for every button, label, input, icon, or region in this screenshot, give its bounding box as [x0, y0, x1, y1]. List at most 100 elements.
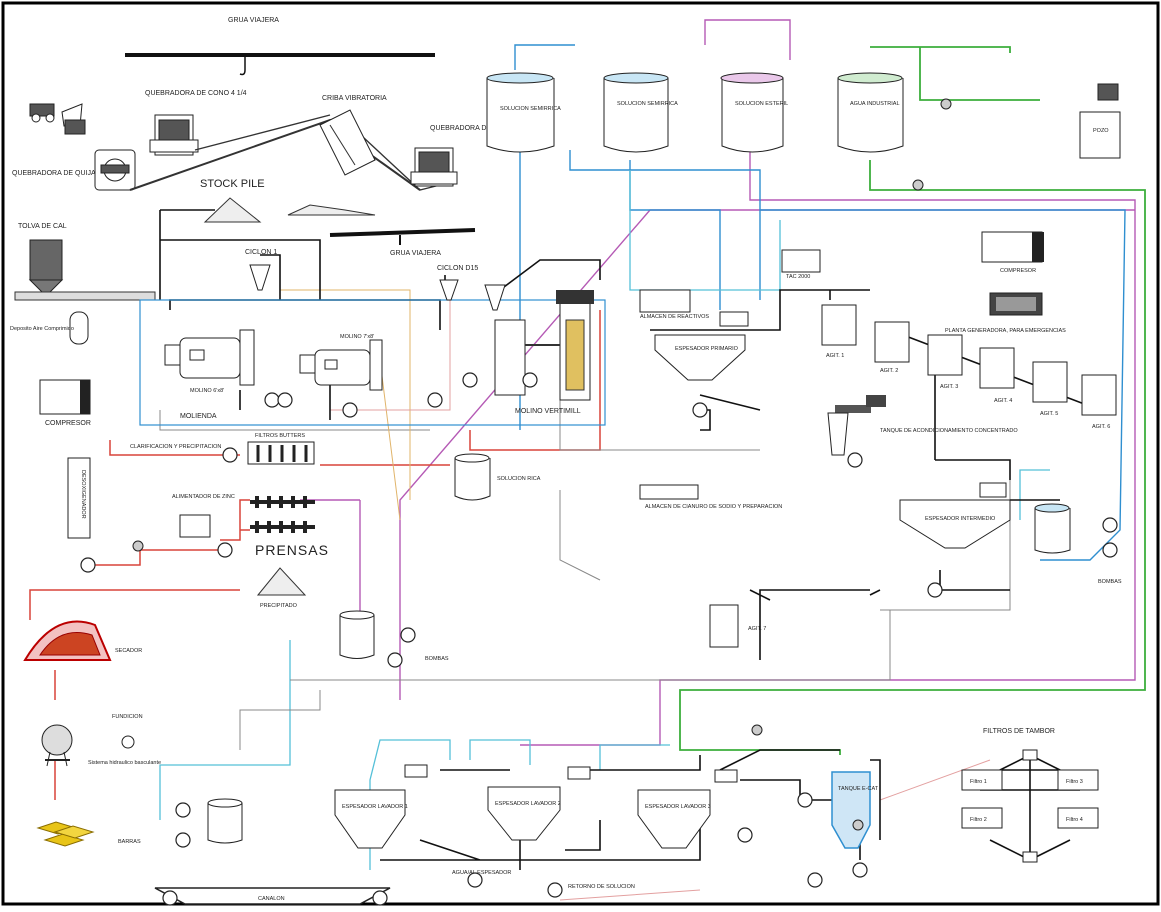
gauge-icon	[913, 180, 923, 190]
pump-icon	[343, 403, 357, 417]
espesador-intermedio-icon	[900, 500, 1010, 548]
solution-tanks: SOLUCION SEMIRRICA SOLUCION SEMIRRICA SO…	[487, 73, 1120, 158]
filtro3-label: Filtro 3	[1066, 779, 1083, 785]
agit1-label: AGIT. 1	[826, 353, 844, 359]
tanque-ecat-label: TANQUE E-CAT	[838, 786, 879, 792]
espesador-primario-label: ESPESADOR PRIMARIO	[675, 346, 739, 352]
cyclone-3-icon	[485, 285, 505, 310]
agit-4-icon	[980, 348, 1014, 388]
agit-1-icon	[822, 305, 856, 345]
pump-icon	[176, 833, 190, 847]
drive-unit	[720, 312, 748, 326]
tank-semirrica-2	[604, 78, 668, 152]
drive-unit	[715, 770, 737, 782]
tank-esteril-top	[721, 73, 783, 83]
grua-bottom-label: GRUA VIAJERA	[390, 250, 441, 257]
solucion-rica-label: SOLUCION RICA	[497, 476, 541, 482]
grua-rail-bottom	[330, 230, 475, 235]
agit-7-icon	[710, 605, 738, 647]
pump-icon	[463, 373, 477, 387]
pump-icon	[176, 803, 190, 817]
pump-icon	[278, 393, 292, 407]
canalon-label: CANALON	[258, 896, 285, 902]
pozo-label: POZO	[1093, 128, 1109, 134]
tank-semirrica-2-top	[604, 73, 668, 83]
alimentador-zinc-label: ALIMENTADOR DE ZINC	[172, 494, 235, 500]
espesador-primario-icon	[655, 335, 745, 380]
tank-bombas-top	[340, 611, 374, 619]
filtros-tambor-label: FILTROS DE TAMBOR	[983, 728, 1055, 735]
tank-semirrica-2-label: SOLUCION SEMIRRICA	[617, 101, 678, 107]
criba-label: CRIBA VIBRATORIA	[322, 95, 387, 102]
pump-icon	[223, 448, 237, 462]
agit-2-icon	[875, 322, 909, 362]
hydraulic-icon	[122, 736, 134, 748]
generator-icon	[990, 293, 1042, 315]
tank-semirrica-1	[487, 78, 554, 152]
tank-barras-top	[208, 799, 242, 807]
tank-right-top	[1035, 504, 1069, 512]
agit-5-icon	[1033, 362, 1067, 402]
tank-solucion-rica	[455, 458, 490, 500]
filter-distributor-bottom	[1023, 852, 1037, 862]
tac-label: TAC 2000	[786, 274, 810, 280]
pump-icon	[1103, 543, 1117, 557]
almacen-cianuro-icon	[640, 485, 698, 499]
compresor-left-icon	[40, 380, 90, 414]
agit2-label: AGIT. 2	[880, 368, 898, 374]
cyclone-1-icon	[250, 265, 270, 290]
precipitado-pile-icon	[258, 568, 305, 595]
crushing-section: GRUA VIAJERA QUEBRADORA DE QUIJADAS QUEB…	[10, 17, 515, 427]
espesador-intermedio-label: ESPESADOR INTERMEDIO	[925, 516, 996, 522]
leaching-section: ALMACEN DE REACTIVOS ESPESADOR PRIMARIO …	[640, 232, 1116, 455]
sistema-label: Sistema hidraulico basculante	[88, 760, 161, 766]
espesador-lavador-2-icon	[488, 787, 560, 840]
agit-3-icon	[928, 335, 962, 375]
espesador-lavador-1-label: ESPESADOR LAVADOR 1	[342, 804, 408, 810]
tanque-acond-icon	[828, 395, 886, 455]
alimentador-zinc-icon	[180, 515, 210, 537]
bombas-mid-label: BOMBAS	[425, 656, 449, 662]
stock-pile-2-icon	[288, 205, 375, 215]
cone-crusher-1-icon	[150, 115, 198, 155]
gauge-icon	[941, 99, 951, 109]
mill-2-icon	[300, 340, 382, 390]
stock-pile-label: STOCK PILE	[200, 178, 265, 190]
conveyor-belt-2	[195, 115, 330, 150]
agit-6-icon	[1082, 375, 1116, 415]
tolva-cal-label: TOLVA DE CAL	[18, 223, 67, 230]
agua-espesador-label: AGUA/AL ESPESADOR	[452, 870, 511, 876]
gauge-icon	[853, 820, 863, 830]
desoxigenador-label: DESOXIGENADOR	[80, 470, 86, 519]
tank-esteril-label: SOLUCION ESTERIL	[735, 101, 788, 107]
filter-distributor-top	[1023, 750, 1037, 760]
agit6-label: AGIT. 6	[1092, 424, 1110, 430]
drive-unit	[980, 483, 1006, 497]
pump-icon	[218, 543, 232, 557]
pump-icon	[848, 453, 862, 467]
tac-icon	[782, 250, 820, 272]
bombas-right-label: BOMBAS	[1098, 579, 1122, 585]
pump-icon	[808, 873, 822, 887]
planta-generadora-label: PLANTA GENERADORA, PARA EMERGENCIAS	[945, 328, 1066, 334]
compresor-right-icon	[982, 232, 1044, 262]
grua-top-label: GRUA VIAJERA	[228, 17, 279, 24]
pump-icon	[468, 873, 482, 887]
tank-right	[1035, 508, 1070, 553]
tank-bombas	[340, 615, 374, 659]
prensas-label: PRENSAS	[255, 542, 329, 558]
tanque-acond-label: TANQUE DE ACONDICIONAMIENTO CONCENTRADO	[880, 428, 1018, 434]
molienda-label: MOLIENDA	[180, 413, 217, 420]
espesador-lavador-1-icon	[335, 790, 405, 848]
filtro2-label: Filtro 2	[970, 817, 987, 823]
pump-icon	[1103, 518, 1117, 532]
filtro4-label: Filtro 4	[1066, 817, 1083, 823]
secador-label: SECADOR	[115, 648, 142, 654]
pump-icon	[738, 828, 752, 842]
furnace-icon	[42, 725, 72, 766]
tanque-ecat-icon	[832, 772, 870, 848]
drive-unit	[568, 767, 590, 779]
tank-agua	[838, 78, 903, 152]
